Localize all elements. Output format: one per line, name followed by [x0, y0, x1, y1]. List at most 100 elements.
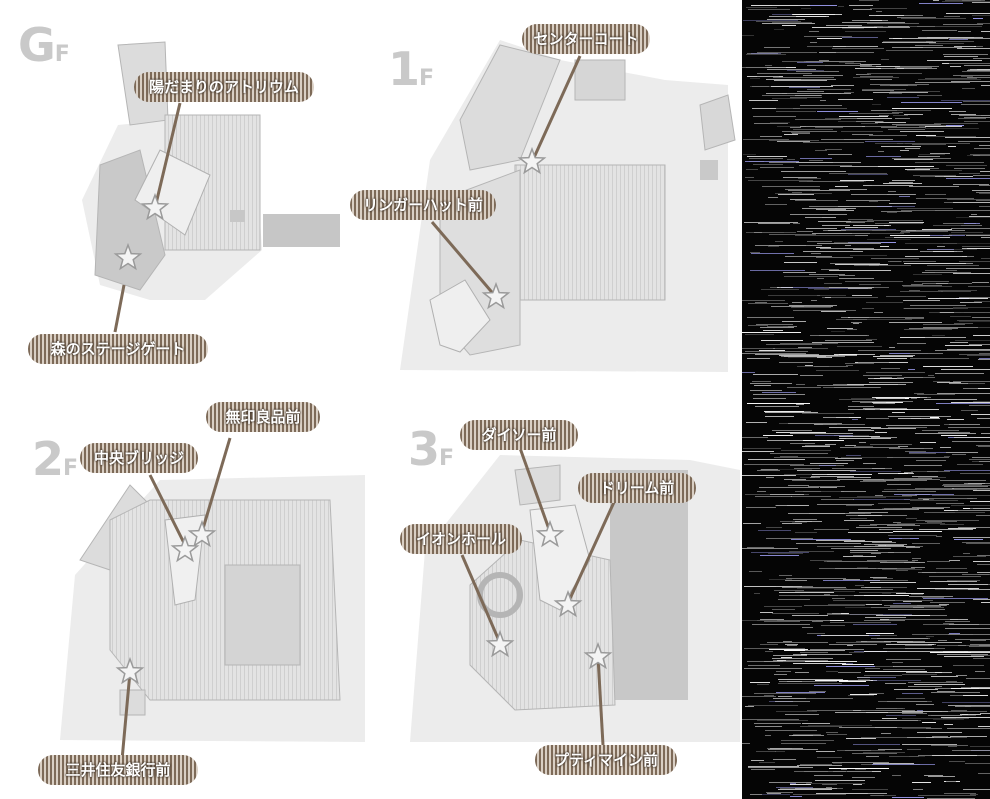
- noise-streak: [911, 284, 923, 285]
- callout-daiso[interactable]: ダイソー前: [460, 420, 578, 450]
- noise-streak: [967, 77, 990, 78]
- noise-streak: [850, 694, 877, 695]
- noise-streak: [863, 408, 907, 409]
- callout-central-bridge[interactable]: 中央ブリッジ: [80, 443, 198, 473]
- noise-streak: [902, 728, 938, 729]
- noise-streak: [752, 624, 810, 625]
- noise-streak: [878, 473, 914, 474]
- noise-streak: [839, 438, 891, 439]
- noise-streak: [941, 100, 990, 101]
- noise-streak: [854, 595, 909, 596]
- noise-streak: [893, 522, 901, 523]
- callout-smbc[interactable]: 三井住友銀行前: [38, 755, 198, 785]
- noise-streak: [783, 177, 817, 178]
- noise-streak: [962, 246, 990, 247]
- noise-streak: [949, 63, 990, 64]
- noise-streak: [811, 476, 854, 477]
- noise-streak: [911, 594, 923, 595]
- noise-streak: [951, 402, 990, 403]
- noise-streak: [744, 464, 804, 465]
- noise-streak: [878, 151, 884, 152]
- noise-streak: [783, 272, 816, 273]
- noise-streak: [748, 325, 768, 326]
- noise-streak: [943, 223, 976, 224]
- noise-streak: [866, 633, 894, 634]
- noise-streak: [837, 479, 878, 480]
- noise-streak: [909, 186, 959, 187]
- noise-streak: [821, 269, 839, 270]
- callout-atrium[interactable]: 陽だまりのアトリウム: [134, 72, 314, 102]
- noise-streak: [978, 327, 990, 328]
- noise-streak: [861, 737, 926, 738]
- noise-streak: [781, 171, 846, 172]
- callout-dream[interactable]: ドリーム前: [578, 473, 696, 503]
- noise-streak: [770, 453, 828, 454]
- floor-suffix: F: [419, 66, 434, 91]
- noise-streak: [959, 297, 990, 298]
- floor-label-gf: GF: [18, 22, 70, 68]
- callout-aeon-hall[interactable]: イオンホール: [400, 524, 522, 554]
- noise-streak: [870, 582, 916, 583]
- noise-streak: [838, 206, 892, 207]
- noise-streak: [802, 627, 813, 628]
- noise-streak: [970, 154, 990, 155]
- noise-streak: [915, 488, 954, 489]
- noise-streak: [839, 497, 886, 498]
- noise-streak: [918, 498, 977, 499]
- noise-streak: [747, 53, 778, 54]
- noise-streak: [903, 286, 952, 287]
- noise-streak: [939, 312, 985, 313]
- noise-streak: [819, 465, 836, 466]
- noise-streak: [884, 225, 891, 226]
- noise-streak: [924, 512, 955, 513]
- noise-streak: [941, 291, 971, 292]
- callout-stage-gate[interactable]: 森のステージゲート: [28, 334, 208, 364]
- noise-streak: [835, 712, 888, 713]
- noise-streak: [793, 794, 846, 795]
- noise-streak: [905, 648, 945, 649]
- noise-streak: [853, 710, 861, 711]
- noise-streak: [819, 52, 874, 53]
- noise-streak: [845, 281, 903, 282]
- noise-streak: [881, 59, 889, 60]
- noise-streak: [837, 477, 871, 478]
- noise-streak: [810, 463, 848, 464]
- noise-streak: [820, 100, 826, 101]
- noise-streak: [746, 507, 776, 508]
- noise-streak: [802, 413, 854, 414]
- static-noise: [742, 0, 990, 799]
- noise-streak: [973, 155, 990, 156]
- noise-streak: [797, 588, 847, 589]
- floor-maps-panel: GF 1F 2F 3F 陽だまりのアトリウム 森のステージゲート センターコート…: [18, 22, 740, 785]
- noise-streak: [853, 323, 859, 324]
- noise-streak: [938, 432, 970, 433]
- noise-streak: [878, 166, 934, 167]
- star-ringer-hut-icon: [481, 281, 511, 310]
- noise-streak: [979, 145, 990, 146]
- noise-streak: [749, 571, 762, 572]
- noise-streak: [877, 358, 907, 359]
- noise-streak: [970, 746, 990, 747]
- noise-streak: [751, 552, 809, 553]
- callout-primaine[interactable]: プティマイン前: [535, 745, 677, 775]
- noise-streak: [810, 335, 869, 336]
- noise-streak: [920, 176, 944, 177]
- noise-streak: [826, 732, 838, 733]
- noise-streak: [788, 357, 831, 358]
- noise-streak: [790, 199, 816, 200]
- noise-streak: [750, 270, 805, 271]
- noise-streak: [768, 197, 778, 198]
- noise-streak: [916, 520, 979, 521]
- noise-streak: [933, 251, 954, 252]
- f2-map: [60, 437, 365, 761]
- callout-ringer-hut[interactable]: リンガーハット前: [350, 190, 496, 220]
- noise-streak: [742, 300, 785, 301]
- noise-streak: [943, 484, 982, 485]
- noise-streak: [780, 343, 838, 344]
- noise-streak: [774, 674, 787, 675]
- noise-streak: [979, 193, 990, 194]
- callout-center-court[interactable]: センターコート: [522, 24, 650, 54]
- callout-muji[interactable]: 無印良品前: [206, 402, 320, 432]
- noise-streak: [917, 710, 923, 711]
- noise-streak: [948, 146, 956, 147]
